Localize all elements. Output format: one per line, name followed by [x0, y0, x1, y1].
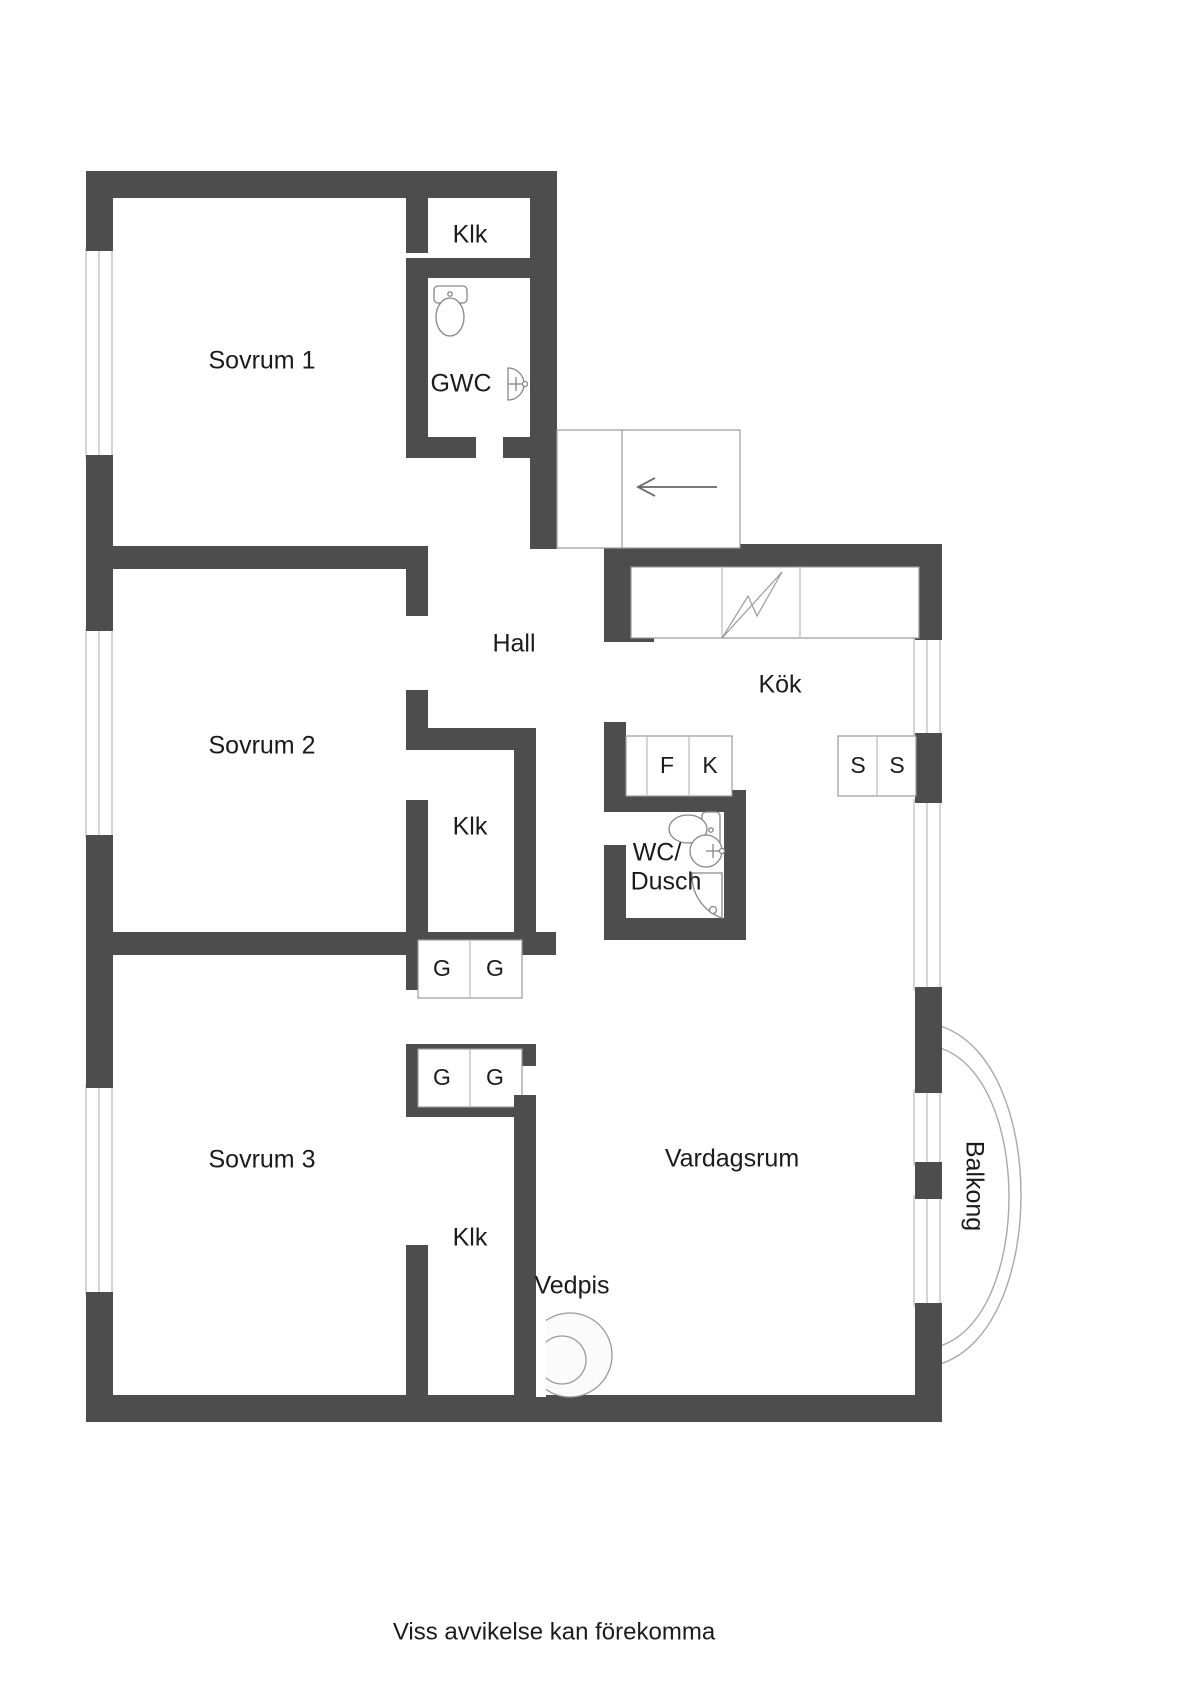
arrow-left-head — [636, 477, 656, 497]
room-label-kok: Kök — [758, 671, 802, 699]
appliance-box-group — [625, 735, 733, 797]
fireplace-icon — [514, 1095, 613, 1398]
gwc-toilet-bowl — [435, 297, 465, 337]
wall-wc-left-upper — [604, 722, 626, 797]
wall-klk1-bottom — [406, 258, 530, 278]
wall-klk2-right — [514, 728, 536, 938]
wall-gwc-left — [406, 258, 428, 458]
toilet-icon-gwc — [433, 285, 468, 337]
wall-left-seg-3 — [86, 835, 113, 1088]
wardrobe-label-upper-right: G — [486, 955, 504, 981]
closet-label-klk-1: Klk — [453, 221, 488, 249]
room-label-vardagsrum: Vardagsrum — [665, 1145, 799, 1173]
wall-klk3-left-lower — [406, 1245, 428, 1397]
closet-label-klk-2: Klk — [453, 813, 488, 841]
wc-sink-drain — [718, 847, 726, 855]
balcony-outline — [939, 1025, 1022, 1365]
wall-left-seg-2 — [86, 455, 113, 631]
closet-labels: Klk Klk Klk — [453, 221, 488, 1252]
exterior-walls — [86, 171, 942, 1422]
wall-right-seg-4 — [915, 1162, 942, 1199]
footnote-text: Viss avvikelse kan förekomma — [393, 1618, 716, 1645]
stove-icon — [721, 571, 783, 639]
appliance-label-fridge: K — [702, 752, 718, 778]
wall-sovrum2-bottom — [110, 932, 428, 955]
wardrobe-label-lower-left: G — [433, 1064, 451, 1090]
room-label-sovrum-1: Sovrum 1 — [209, 347, 316, 375]
entrance-door — [556, 429, 741, 549]
room-label-balkong: Balkong — [960, 1141, 988, 1231]
wc-shower-drain — [708, 905, 718, 915]
gwc-toilet-button — [447, 291, 453, 297]
wardrobe-label-lower-right: G — [486, 1064, 504, 1090]
vedpis-mask — [536, 1313, 546, 1397]
wc-toilet-button — [708, 827, 714, 833]
wall-wc-left-lower — [604, 845, 626, 940]
arrow-left-icon — [636, 477, 717, 497]
room-label-hall: Hall — [492, 630, 535, 658]
storage-label-right: S — [889, 752, 904, 778]
stove-bolt-path — [721, 571, 783, 639]
closet-label-klk-3: Klk — [453, 1224, 488, 1252]
wall-wc-right — [724, 790, 746, 940]
shower-icon-wc — [691, 872, 723, 919]
room-label-sovrum-2: Sovrum 2 — [209, 732, 316, 760]
wc-toilet-bowl — [668, 814, 708, 844]
wall-sovrum1-bottom — [110, 546, 428, 569]
room-label-wc-dusch-2: Dusch — [631, 868, 702, 896]
entrance-landing — [556, 429, 626, 549]
wardrobe-boxes-lower: G G — [417, 1048, 523, 1108]
entrance-door-swing-box — [621, 429, 741, 549]
wall-klk3-right-overlay — [514, 1095, 536, 1397]
room-labels: Sovrum 1 Sovrum 2 Sovrum 3 Hall Kök Vard… — [209, 347, 989, 1232]
wall-klk2-top — [406, 728, 536, 750]
room-label-sovrum-3: Sovrum 3 — [209, 1146, 316, 1174]
wardrobe-boxes-upper: G G — [417, 939, 523, 999]
wall-klk1-left-upper — [406, 198, 428, 253]
wall-sovrum1-bottom-stub — [406, 546, 428, 616]
wall-entry-vertical-upper — [530, 171, 557, 445]
fixture-label-vedpis: Vedpis — [534, 1272, 609, 1300]
wall-gwc-bottom-left — [406, 437, 476, 458]
wardrobe-label-upper-left: G — [433, 955, 451, 981]
window-group-right — [913, 635, 941, 1307]
kitchen-counter — [630, 566, 920, 639]
stove-bolt-diagonal — [721, 571, 783, 639]
wc-dusch-fixtures — [668, 811, 726, 919]
gwc-fixtures — [433, 285, 529, 401]
wall-gwc-bottom-right — [503, 437, 557, 458]
sink-icon-gwc — [507, 367, 529, 401]
wall-exterior-top — [86, 171, 557, 198]
wall-exterior-bottom — [86, 1395, 942, 1422]
wall-right-seg-3 — [915, 987, 942, 1093]
interior-walls — [110, 198, 746, 1397]
wall-left-seg-1 — [86, 171, 113, 251]
storage-label-left: S — [850, 752, 865, 778]
balcony-inner-curve — [939, 1047, 1010, 1347]
kitchen-appliance-boxes: F K — [625, 735, 733, 797]
gwc-sink-drain — [521, 380, 529, 388]
wall-right-seg-5 — [915, 1303, 942, 1422]
wall-wc-bottom — [604, 918, 746, 940]
sink-icon-wc — [689, 834, 726, 868]
kitchen-counter-run — [630, 566, 920, 639]
room-label-wc-dusch-1: WC/ — [633, 839, 682, 867]
wall-right-seg-2 — [915, 733, 942, 803]
room-label-gwc: GWC — [430, 370, 491, 398]
window-group-left — [85, 247, 113, 1296]
balcony-outer-curve — [939, 1025, 1022, 1365]
storage-boxes: S S — [837, 735, 917, 797]
appliance-label-freezer: F — [660, 752, 674, 778]
